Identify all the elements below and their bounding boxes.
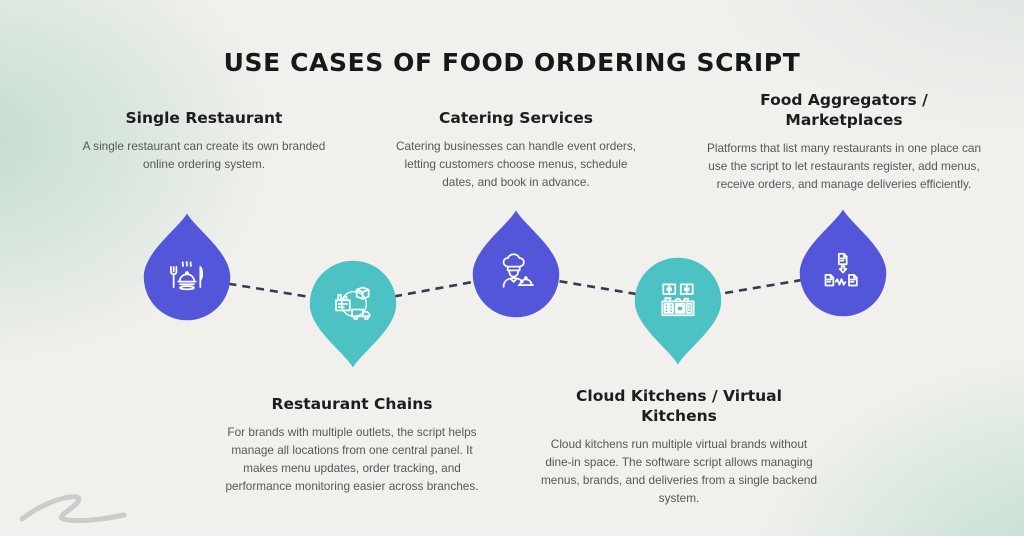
use-case-title: Catering Services bbox=[439, 109, 593, 127]
use-case-catering-services: Catering Services Catering businesses ca… bbox=[388, 108, 644, 192]
use-case-title: Food Aggregators / Marketplaces bbox=[760, 91, 928, 130]
marker-restaurant-chains bbox=[309, 260, 397, 368]
marker-food-aggregators bbox=[799, 209, 887, 317]
use-case-description: Platforms that list many restaurants in … bbox=[706, 141, 982, 192]
marker-single-restaurant bbox=[143, 213, 231, 321]
documents-merge-icon bbox=[824, 252, 858, 287]
use-case-title: Cloud Kitchens / Virtual Kitchens bbox=[576, 387, 782, 426]
page-title: USE CASES OF FOOD ORDERING SCRIPT bbox=[223, 47, 801, 77]
covered-dish-cutlery-icon bbox=[170, 260, 204, 291]
chef-serving-dish-icon bbox=[502, 253, 534, 288]
use-case-cloud-kitchens: Cloud Kitchens / Virtual Kitchens Cloud … bbox=[540, 386, 818, 508]
use-case-description: Catering businesses can handle event ord… bbox=[395, 139, 637, 189]
use-case-description: For brands with multiple outlets, the sc… bbox=[225, 425, 479, 493]
use-case-food-aggregators: Food Aggregators / Marketplaces Platform… bbox=[698, 90, 990, 194]
use-case-single-restaurant: Single Restaurant A single restaurant ca… bbox=[76, 108, 332, 174]
drop-shape bbox=[472, 210, 560, 318]
use-case-description: Cloud kitchens run multiple virtual bran… bbox=[540, 437, 818, 506]
drop-shape bbox=[143, 213, 231, 321]
squiggle-path bbox=[19, 494, 127, 524]
use-case-description: A single restaurant can create its own b… bbox=[82, 139, 326, 172]
marker-cloud-kitchens bbox=[634, 257, 722, 365]
use-case-restaurant-chains: Restaurant Chains For brands with multip… bbox=[218, 394, 486, 496]
marker-catering-services bbox=[472, 210, 560, 318]
use-case-title: Restaurant Chains bbox=[271, 395, 433, 413]
pin-shape bbox=[309, 260, 397, 368]
kitchen-counter-icon bbox=[661, 283, 695, 317]
use-case-title: Single Restaurant bbox=[125, 109, 283, 127]
drop-shape bbox=[799, 209, 887, 317]
supply-chain-factory-truck-icon bbox=[335, 286, 371, 321]
